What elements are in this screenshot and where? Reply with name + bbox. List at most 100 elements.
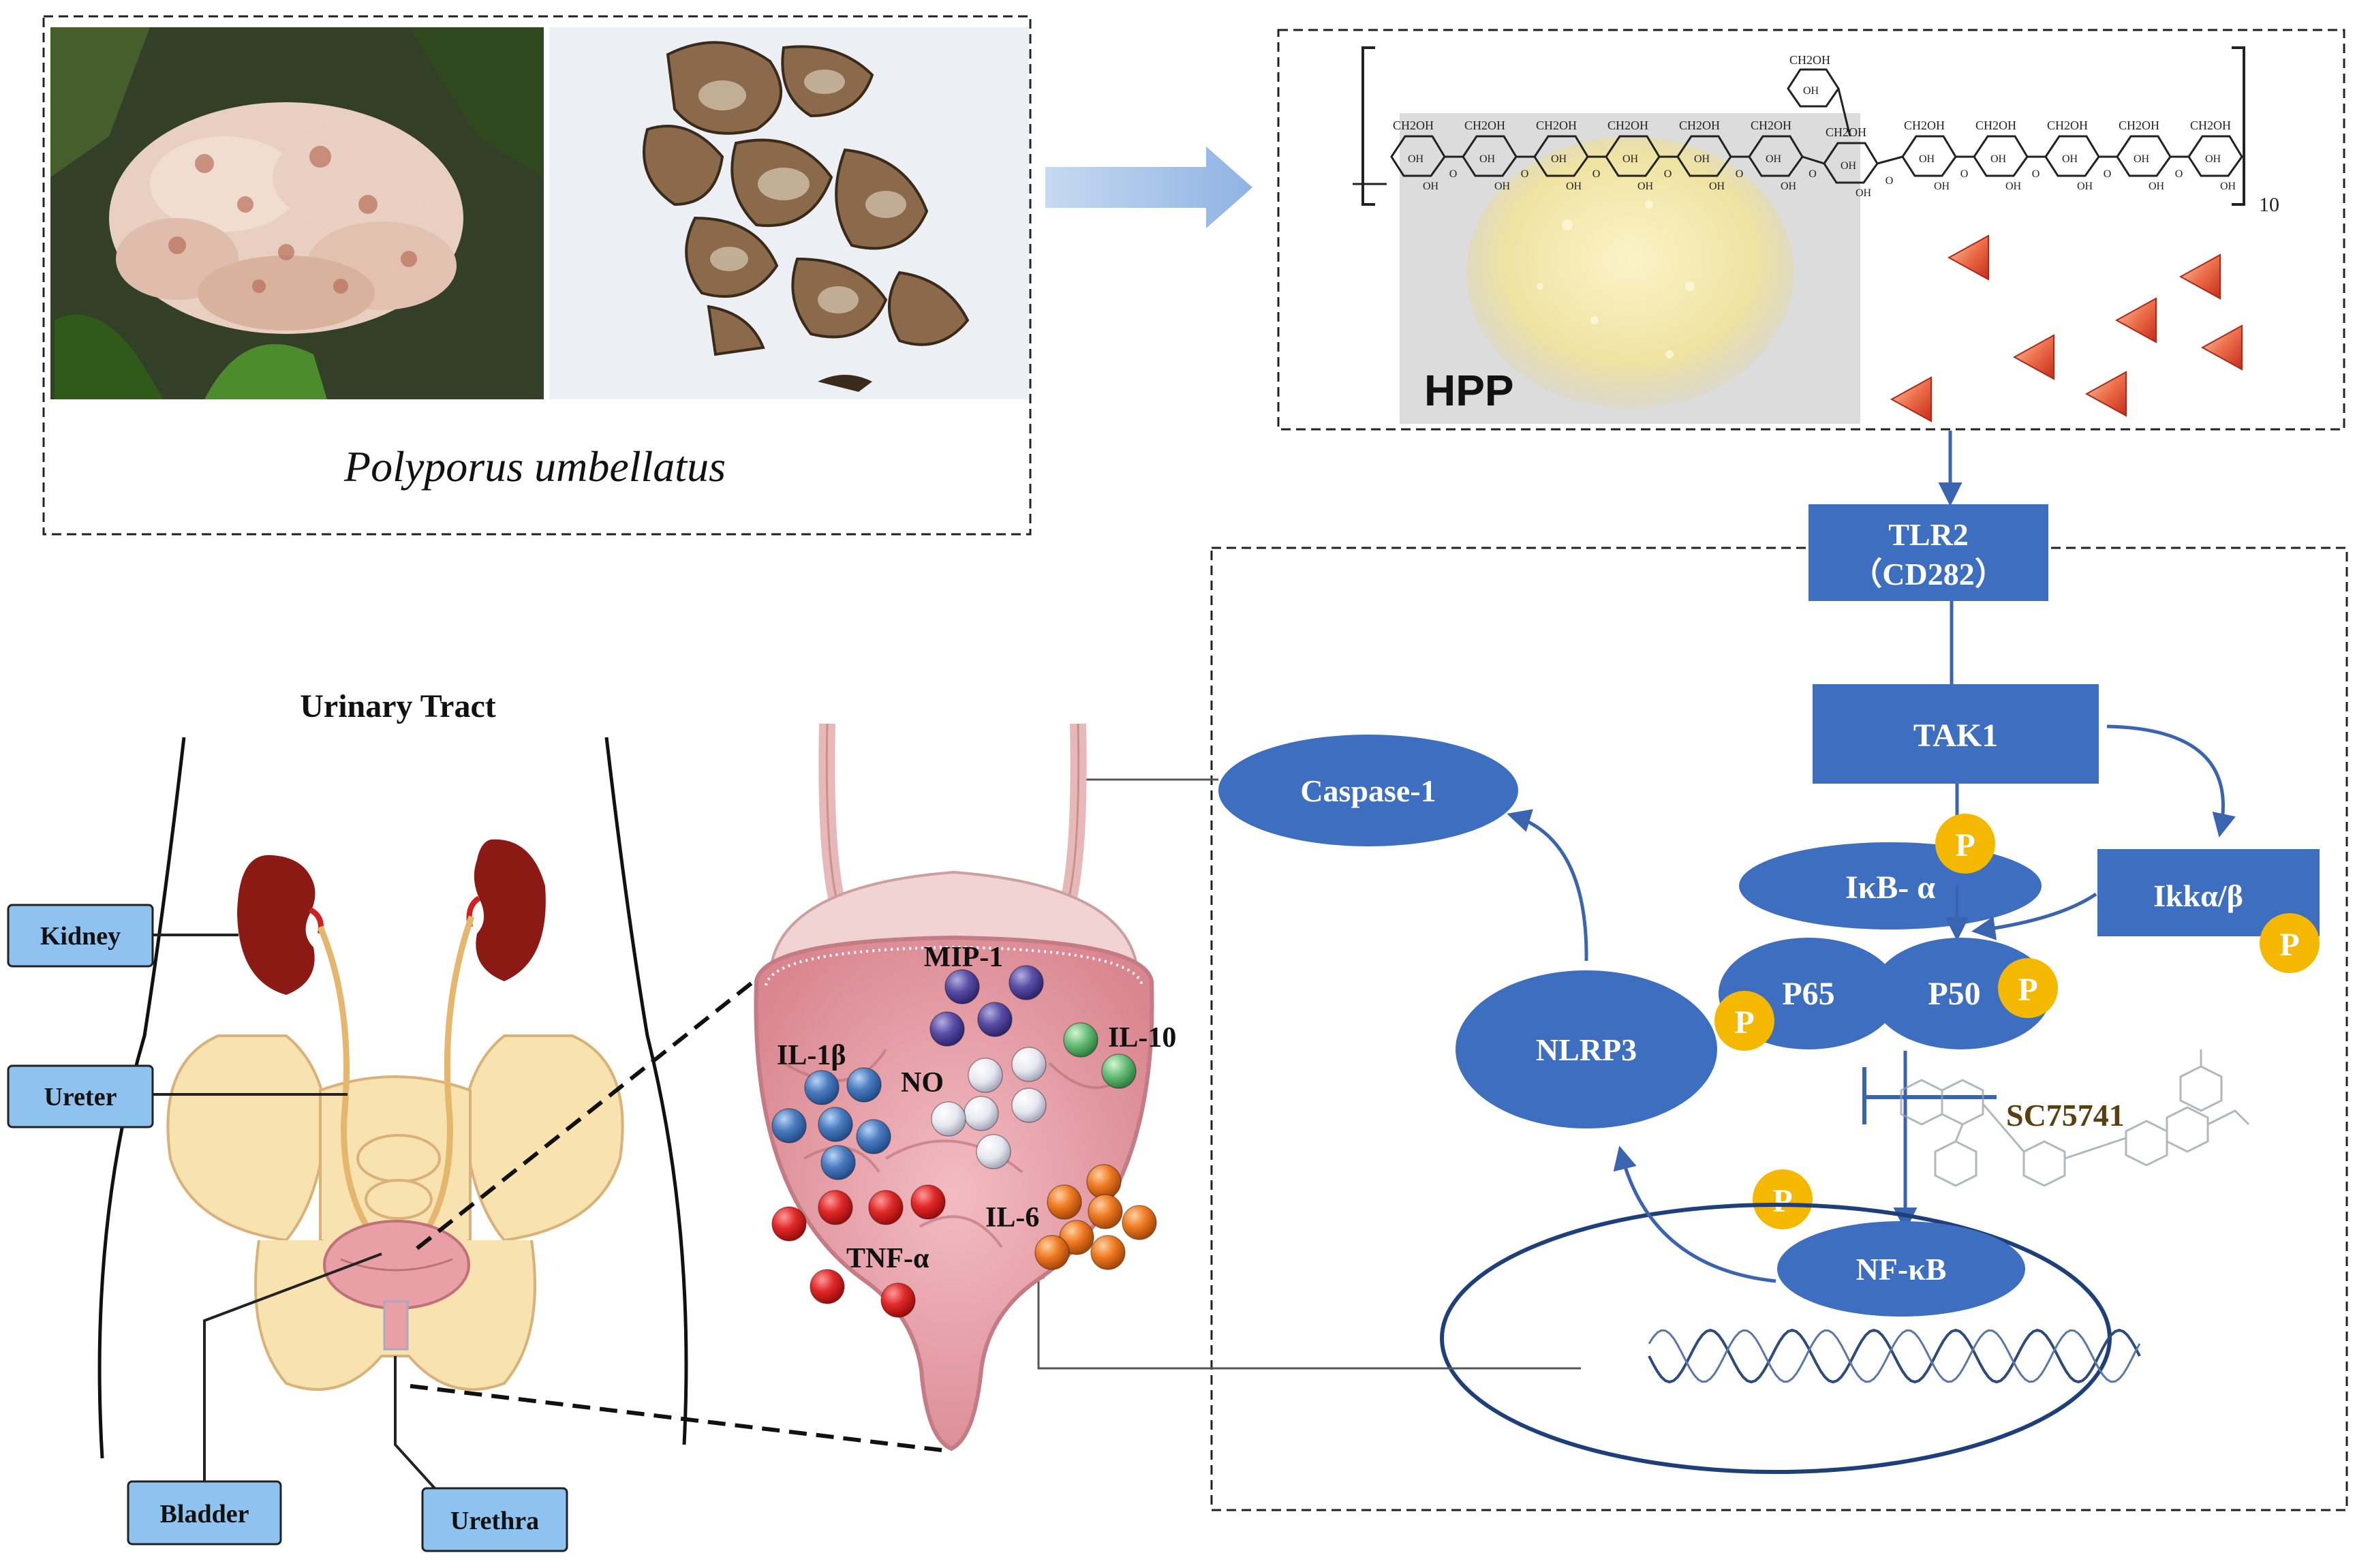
ikba-label: IκB- α [1845, 870, 1935, 906]
urethra-label-box: Urethra [394, 1356, 568, 1552]
il1b-ball [818, 1107, 853, 1142]
tnfa-label: TNF-α [846, 1243, 929, 1274]
ureters [317, 915, 475, 1249]
il6-ball [1047, 1184, 1082, 1220]
il1b-label: IL-1β [777, 1040, 846, 1071]
fresh-fungus-photo [50, 27, 544, 399]
substituent-o: O [2032, 168, 2040, 180]
glycosidic-bond [1802, 155, 1825, 165]
substituent-o: O [2104, 168, 2112, 180]
il1b-ball [804, 1070, 840, 1105]
il10-label: IL-10 [1108, 1022, 1176, 1054]
dna-strand [1648, 1329, 2141, 1383]
substituent-oh: OH [2077, 181, 2093, 192]
substituent-o: O [1521, 168, 1529, 180]
bladder-label: Bladder [160, 1500, 249, 1528]
tlr2-node: TLR2 （CD282） [1808, 504, 2048, 601]
substituent-o: O [1808, 168, 1817, 180]
mip1-ball [944, 969, 980, 1004]
il1b-ball [820, 1145, 856, 1180]
tak1-label: TAK1 [1913, 718, 1998, 754]
substituent-oh: OH [2134, 153, 2150, 165]
il6-ball [1090, 1235, 1126, 1270]
il1b-ball [771, 1108, 807, 1143]
nlrp3-label: NLRP3 [1536, 1032, 1637, 1067]
dried-slices-photo [549, 27, 1029, 399]
ureter-label: Ureter [44, 1083, 117, 1111]
il10-ball [1063, 1022, 1098, 1058]
hpp-ligand-triangle [2012, 334, 2054, 380]
il6-ball [1088, 1194, 1123, 1229]
substituent-oh: OH [2149, 181, 2165, 192]
hpp-ligand-triangle [1947, 234, 1989, 281]
dna-strand [1648, 1328, 2141, 1384]
glucose-ring [2187, 135, 2243, 177]
no-label: NO [901, 1067, 944, 1098]
sc75741-structure [1900, 1049, 2250, 1187]
phospho-badge-nfkb: P [1753, 1169, 1813, 1229]
nfkb-label: NF-κB [1856, 1252, 1947, 1287]
branch-bond [1837, 88, 1851, 137]
right-kidney [466, 839, 546, 981]
substituent-ch2oh: CH2OH [1789, 53, 1830, 67]
substituent-ch2oh: CH2OH [1607, 119, 1648, 132]
substituent-oh: OH [2062, 153, 2078, 165]
compound-panel: HPP 10 CH2OHOHOHOCH2OHOHOHOCH2OHOHOHOCH2… [1277, 29, 2345, 431]
substituent-oh: OH [1709, 181, 1725, 192]
inhibition-bar [1862, 1067, 1997, 1124]
substituent-o: O [1885, 175, 1894, 187]
substituent-oh: OH [1781, 181, 1797, 192]
il10-ball [1101, 1054, 1137, 1089]
nlrp3-to-caspase-arrow [1507, 809, 1588, 962]
tak1-to-ikk-arrow [2106, 724, 2236, 837]
il6-ball [1122, 1205, 1157, 1240]
substituent-oh: OH [1566, 181, 1582, 192]
substituent-oh: OH [1803, 85, 1819, 97]
mip1-label: MIP-1 [924, 942, 1004, 973]
phospho-badge-ikba: P [1935, 814, 1995, 874]
tnfa-ball [810, 1269, 845, 1304]
p50-node: P50 [1871, 938, 2051, 1049]
nucleus [1440, 1203, 2112, 1474]
tnfa-ball [880, 1282, 916, 1318]
left-kidney [237, 855, 324, 995]
substituent-ch2oh: CH2OH [1393, 119, 1434, 132]
nfkb-node: NF-κB [1777, 1221, 2025, 1317]
tnfa-ball [910, 1184, 946, 1220]
substituent-o: O [1592, 168, 1601, 180]
il1b-ball [846, 1067, 882, 1103]
substituent-o: O [2175, 168, 2183, 180]
svg-text:P: P [2279, 927, 2299, 963]
substituent-oh: OH [1637, 181, 1654, 192]
tlr2-alias: （CD282） [1851, 557, 2005, 591]
glucan-chain: CH2OH OH OH O CH2OH OH OH O CH2OH OH OH O CH2OH OH OH O… [1390, 53, 2243, 199]
il6-label: IL-6 [985, 1202, 1039, 1233]
substituent-ch2oh: CH2OH [1679, 119, 1720, 132]
phospho-badge-ikk: P [2260, 913, 2320, 973]
repeat-subscript: 10 [2259, 194, 2279, 216]
nucleus-to-bladder-line [1032, 1266, 1581, 1370]
inhibitor-label: SC75741 [2006, 1098, 2125, 1133]
zoomed-bladder [754, 723, 1154, 1451]
substituent-oh: OH [1479, 153, 1496, 165]
caspase1-node: Caspase-1 [1218, 735, 1518, 846]
substituent-oh: OH [1694, 153, 1710, 165]
tlr2-label: TLR2 [1888, 517, 1969, 552]
mip1-ball [977, 1002, 1013, 1037]
phospho-badge-p50: P [1998, 958, 2058, 1018]
substituent-ch2oh: CH2OH [2047, 119, 2088, 132]
dna-helix [1648, 1328, 2141, 1384]
substituent-oh: OH [1919, 153, 1935, 165]
substituent-ch2oh: CH2OH [1826, 125, 1866, 139]
small-bladder [323, 1220, 470, 1351]
substituent-oh: OH [1622, 153, 1639, 165]
substituent-o: O [1736, 168, 1744, 180]
substituent-oh: OH [1990, 153, 2007, 165]
hpp-ligand-triangle [2114, 297, 2157, 343]
pelvis-bone [166, 1034, 624, 1391]
substituent-ch2oh: CH2OH [1975, 119, 2016, 132]
substituent-oh: OH [1766, 153, 1782, 165]
source-to-compound-arrow [1045, 147, 1252, 228]
ikk-label: Ikkα/β [2153, 878, 2243, 913]
